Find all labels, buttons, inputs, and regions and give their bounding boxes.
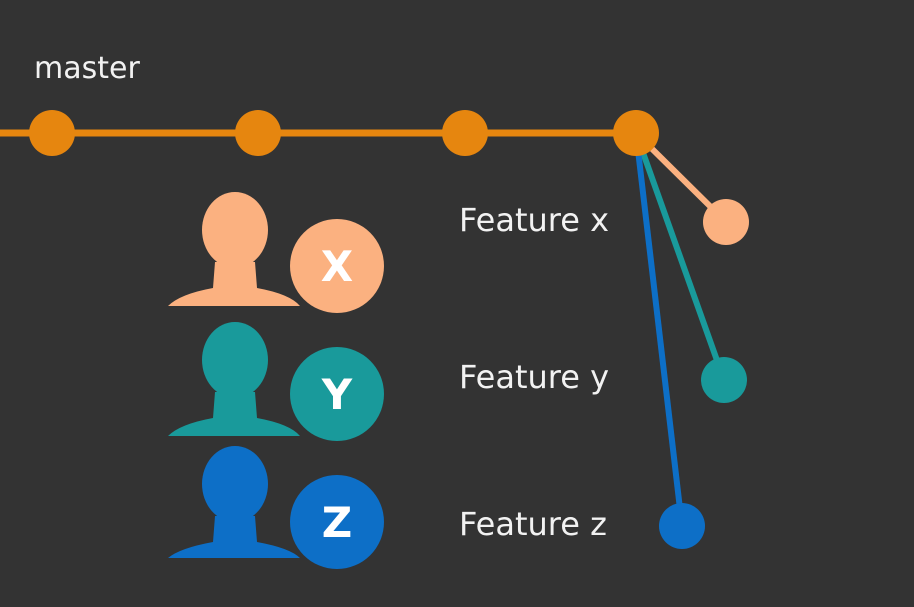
person-icon: [168, 446, 300, 558]
person-icon: [168, 322, 300, 436]
user-x-badge: [290, 219, 384, 313]
feature-x-label: Feature x: [459, 201, 610, 239]
master-commit-4: [613, 110, 659, 156]
feature-y-branch-line: [633, 131, 727, 382]
user-x-letter: X: [321, 242, 353, 291]
feature-z-label: Feature z: [459, 505, 607, 543]
user-y-avatar: Y: [168, 322, 384, 441]
user-y-badge: [290, 347, 384, 441]
master-commit-2: [235, 110, 281, 156]
feature-z-branch-line: [633, 132, 685, 527]
master-commit-3: [442, 110, 488, 156]
user-z-badge: [290, 475, 384, 569]
user-y-letter: Y: [321, 370, 353, 419]
feature-y-commit: [701, 357, 747, 403]
user-x-avatar: X: [168, 192, 384, 313]
master-branch-label: master: [34, 51, 140, 86]
user-z-avatar: Z: [168, 446, 384, 569]
feature-y-label: Feature y: [459, 358, 610, 396]
person-icon: [168, 192, 300, 306]
master-commit-1: [29, 110, 75, 156]
user-z-letter: Z: [322, 498, 352, 547]
feature-z-commit: [659, 503, 705, 549]
feature-x-commit: [703, 199, 749, 245]
